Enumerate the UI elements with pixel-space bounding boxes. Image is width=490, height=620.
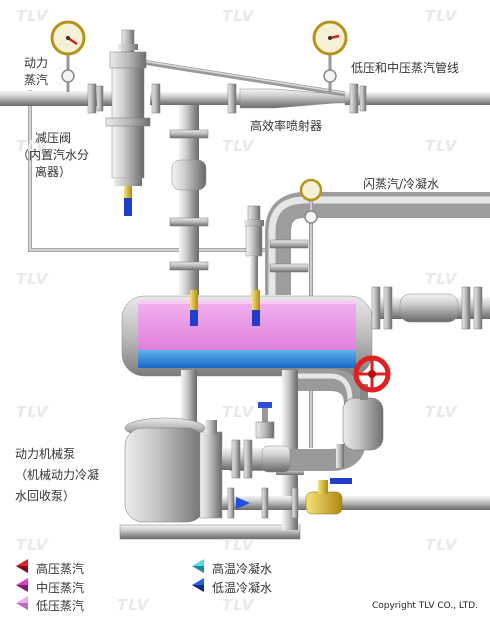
watermark: TLV [16,536,49,554]
watermark: TLV [16,403,49,421]
watermark: TLV [117,596,150,614]
watermark: TLV [222,7,255,25]
watermark: TLV [425,403,458,421]
legend-item-low-temp-condensate: 低温冷凝水 [190,577,273,597]
flash-steam-inlet [265,192,490,295]
watermark: TLV [16,137,49,155]
gate-valve [342,355,391,451]
legend-item-high-pressure-steam: 高压蒸汽 [14,558,85,578]
legend-arrow-icon [14,577,30,597]
watermark: TLV [425,270,458,288]
legend-label: 高压蒸汽 [36,561,85,576]
pressure-reducing-valve [105,29,151,216]
watermark: TLV [425,137,458,155]
watermark: TLV [16,7,49,25]
legend-label: 中压蒸汽 [36,580,85,595]
legend-label: 低压蒸汽 [36,598,85,613]
motive-steam-line [0,91,115,106]
pump-discharge-line [222,496,490,510]
label-high-efficiency-ejector: 高效率喷射器 [250,119,323,133]
watermark: TLV [425,7,458,25]
prv-pilot-line [129,57,346,97]
legend-label: 高温冷凝水 [212,561,273,576]
legend-item-high-temp-condensate: 高温冷凝水 [190,558,273,578]
air-vent-valve [244,205,264,296]
watermark: TLV [425,536,458,554]
legend-arrow-icon [14,558,30,578]
legend-item-low-pressure-steam: 低压蒸汽 [14,595,85,615]
label-flash-condensate: 闪蒸汽/冷凝水 [363,177,440,191]
label-pressure-reducing-valve: 减压阀 （内置汽水分 离器） [16,131,89,179]
watermark: TLV [222,137,255,155]
legend-arrow-icon [190,558,206,578]
legend-arrow-icon [14,595,30,615]
legend-label: 低温冷凝水 [212,580,273,595]
check-valve [305,478,352,515]
base-skid [119,524,301,540]
legend-item-medium-pressure-steam: 中压蒸汽 [14,577,85,597]
mechanical-pump [124,417,223,523]
watermark: TLV [222,596,255,614]
flash-tank [121,295,373,377]
label-mechanical-pump: 动力机械泵 （机械动力冷凝 水回收泵） [15,447,100,503]
low-pressure-gauge [312,20,348,92]
motive-pressure-gauge [50,20,86,92]
label-motive-steam: 动力 蒸汽 [24,56,49,87]
watermark: TLV [222,403,255,421]
label-low-medium-pressure-line: 低压和中压蒸汽管线 [351,61,460,75]
drain-valve [255,402,275,439]
watermark: TLV [16,270,49,288]
copyright-text: Copyright TLV CO., LTD. [371,601,478,611]
legend-arrow-icon [190,577,206,597]
ejector-discharge-pipe [179,105,199,295]
watermark: TLV [222,536,255,554]
